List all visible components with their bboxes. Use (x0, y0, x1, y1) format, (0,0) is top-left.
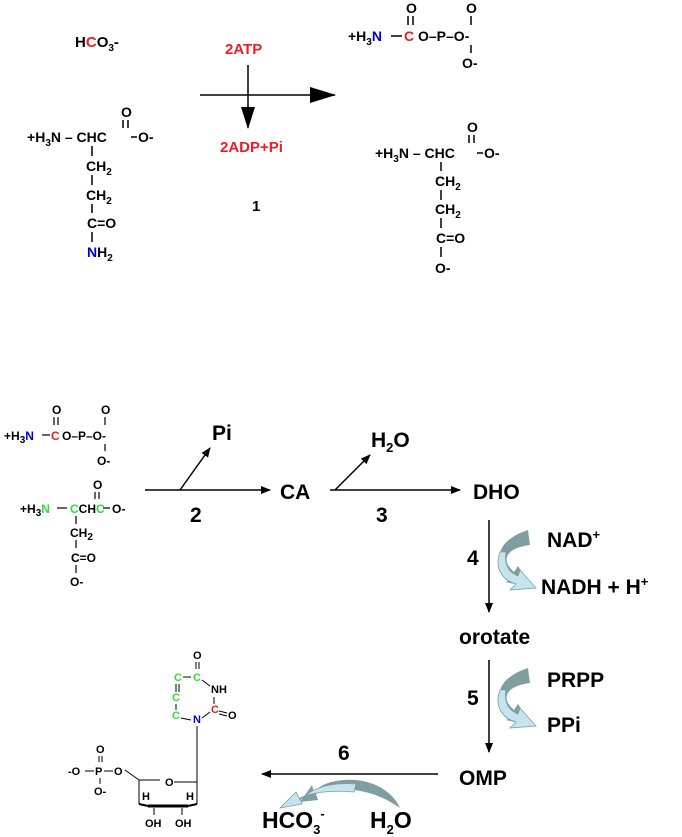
pi-label: Pi (212, 422, 232, 445)
svg-text:O–P–O-: O–P–O- (62, 429, 106, 443)
ump-structure: O C C NH C C N C O O H H OH (68, 650, 237, 830)
svg-text:CH2: CH2 (70, 526, 93, 543)
step-1-label: 1 (252, 198, 260, 215)
nadh-curved-arrow-tip (497, 551, 537, 591)
nadh-label: NADH + H+ (541, 574, 649, 599)
svg-text:C=O: C=O (87, 215, 116, 231)
svg-text:C: C (172, 692, 180, 704)
svg-text:O-: O- (138, 129, 154, 145)
svg-text:H: H (142, 791, 150, 803)
svg-text:OH: OH (145, 818, 162, 830)
svg-text:C: C (71, 551, 80, 565)
pi-release-arrow (179, 447, 211, 491)
step-6-label: 6 (338, 742, 350, 765)
svg-text:CH2: CH2 (435, 173, 461, 193)
ca-label: CA (280, 481, 310, 504)
h2o-out-label: H2O (371, 429, 410, 455)
h2o-release-arrow (334, 454, 371, 491)
aspartate-small: O +H3N CCHC O- CH2 C C=O O- (20, 478, 125, 589)
step-5-label: 5 (467, 687, 479, 710)
step-4-label: 4 (467, 547, 479, 570)
hco3-label: HCO3- (262, 806, 325, 837)
svg-text:O-: O- (112, 502, 125, 516)
svg-text:O: O (406, 0, 417, 16)
svg-text:O: O (193, 650, 202, 662)
bicarbonate-label: HCO3- (75, 34, 119, 54)
svg-text:+H3N: +H3N (4, 429, 34, 446)
svg-text:C: C (174, 672, 182, 684)
svg-text:CH2: CH2 (86, 158, 112, 178)
svg-text:O: O (466, 0, 477, 16)
svg-text:P: P (95, 766, 102, 778)
svg-text:O–P–O-: O–P–O- (418, 28, 470, 44)
svg-text:CCHC: CCHC (70, 502, 105, 516)
step-3-label: 3 (376, 504, 388, 527)
svg-text:H: H (186, 791, 194, 803)
carbamoyl-phosphate-structure: O O +H3N C O–P–O- O- (348, 0, 478, 71)
svg-text:O: O (121, 104, 132, 120)
svg-text:N: N (193, 714, 201, 726)
svg-text:O-: O- (97, 454, 110, 468)
svg-text:C: C (193, 672, 201, 684)
svg-text:O: O (93, 478, 102, 492)
prpp-label: PRPP (547, 669, 604, 692)
svg-text:O: O (228, 710, 237, 722)
svg-text:OH: OH (175, 818, 192, 830)
dho-label: DHO (473, 481, 520, 504)
svg-text:+H3N: +H3N (348, 28, 382, 48)
step-2-label: 2 (190, 504, 202, 527)
svg-text:O: O (96, 744, 105, 756)
glutamine-structure: O +H3N – CHC O- CH2 CH2 C=O NH2 (27, 104, 154, 264)
svg-text:O-: O- (484, 145, 500, 161)
svg-text:+H3N – CHC: +H3N – CHC (27, 129, 107, 149)
nad-label: NAD+ (547, 527, 601, 552)
svg-text:C: C (404, 28, 414, 44)
svg-text:C: C (172, 710, 180, 722)
h2o-in-label: H2O (370, 807, 412, 837)
svg-text:O: O (165, 777, 174, 789)
svg-text:O: O (467, 119, 478, 135)
svg-text:NH: NH (211, 684, 227, 696)
aspartate-co: C=O (71, 551, 96, 565)
svg-text:-O: -O (68, 766, 81, 778)
svg-text:O-: O- (94, 786, 107, 798)
svg-text:O: O (114, 766, 123, 778)
svg-text:O: O (52, 403, 61, 417)
svg-text:C: C (51, 429, 60, 443)
atp-label: 2ATP (225, 41, 262, 58)
carbamoyl-phosphate-small: O O +H3N C O–P–O- O- (4, 403, 110, 468)
ppi-label: PPi (547, 714, 581, 737)
omp-label: OMP (459, 767, 507, 790)
svg-text:O-: O- (435, 260, 451, 276)
svg-text:+H3N: +H3N (20, 502, 50, 519)
svg-text:NH2: NH2 (87, 244, 113, 264)
svg-text:C: C (211, 704, 219, 716)
svg-text:CH2: CH2 (435, 201, 461, 221)
svg-text:O-: O- (462, 55, 478, 71)
orotate-label: orotate (459, 626, 530, 649)
svg-text:CH2: CH2 (86, 187, 112, 207)
hco3-curved-arrow-tip (278, 783, 357, 809)
svg-text:O: O (101, 403, 110, 417)
svg-text:+H3N – CHC: +H3N – CHC (375, 145, 455, 165)
svg-text:O-: O- (70, 575, 83, 589)
adp-label: 2ADP+Pi (220, 139, 283, 156)
svg-text:C=O: C=O (436, 230, 465, 246)
ppi-curved-arrow-tip (497, 689, 537, 729)
glutamate-structure: O +H3N – CHC O- CH2 CH2 C=O O- (375, 119, 500, 276)
